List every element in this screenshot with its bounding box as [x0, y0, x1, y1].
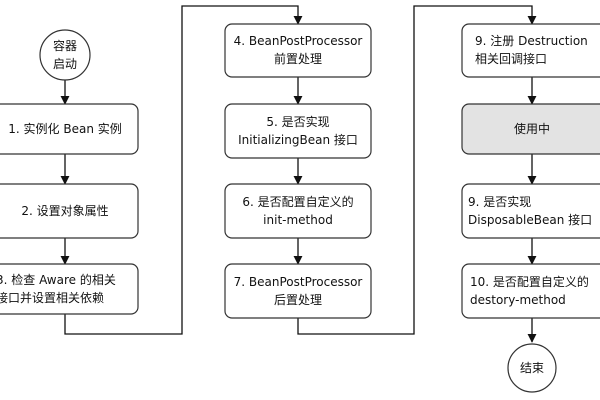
step4-label-line-1: 4. BeanPostProcessor [234, 34, 363, 48]
svg-text:3. 检查 Aware 的相关接口并设置相关依赖: 3. 检查 Aware 的相关接口并设置相关依赖 [0, 272, 116, 305]
start-label-line-1: 容器 [53, 38, 77, 53]
step2-label-line-1: 2. 设置对象属性 [21, 204, 108, 218]
step-7-box: 7. BeanPostProcessor 后置处理 [224, 263, 372, 319]
step-5-box: 5. 是否实现 InitializingBean 接口 [224, 103, 372, 159]
svg-text:容器启动: 容器启动 [53, 38, 77, 71]
start-label-line-2: 启动 [53, 57, 77, 71]
step-6-box: 6. 是否配置自定义的 init-method [224, 183, 372, 239]
step-3-box: 3. 检查 Aware 的相关接口并设置相关依赖 [0, 263, 139, 315]
connectors [60, 5, 537, 343]
end-label-line-1: 结束 [520, 361, 544, 375]
svg-text:使用中: 使用中 [514, 121, 550, 136]
step-10-box: 10. 是否配置自定义的 destory-method [461, 263, 600, 319]
end-node: 结束 [507, 343, 557, 393]
step-9-register-box: 9. 注册 Destruction 相关回调接口 [461, 23, 600, 78]
step6-label-line-1: 6. 是否配置自定义的 [242, 194, 353, 209]
step9b-label-line-1: 9. 是否实现 [468, 194, 531, 209]
step7-label-line-1: 7. BeanPostProcessor [234, 275, 363, 289]
svg-text:结束: 结束 [520, 361, 544, 375]
step10-label-line-1: 10. 是否配置自定义的 [470, 274, 589, 289]
step-1-box: 1. 实例化 Bean 实例 [0, 103, 139, 155]
connector-step7-to-step9a [297, 5, 537, 335]
step9b-label-line-2: DisposableBean 接口 [468, 212, 592, 227]
step4-label-line-2: 前置处理 [274, 51, 322, 66]
connector-step3-to-step4 [64, 5, 303, 335]
start-node: 容器启动 [39, 29, 91, 81]
svg-text:1. 实例化 Bean 实例: 1. 实例化 Bean 实例 [8, 121, 121, 136]
step6-label-line-2: init-method [263, 213, 333, 227]
step-2-box: 2. 设置对象属性 [0, 183, 139, 239]
step9a-label-line-2: 相关回调接口 [475, 51, 547, 66]
step3-label-line-2: 接口并设置相关依赖 [0, 290, 104, 305]
step5-label-line-1: 5. 是否实现 [266, 114, 329, 129]
step7-label-line-2: 后置处理 [274, 293, 322, 307]
step1-label-line-1: 1. 实例化 Bean 实例 [8, 121, 121, 136]
svg-text:2. 设置对象属性: 2. 设置对象属性 [21, 204, 108, 218]
step3-label-line-1: 3. 检查 Aware 的相关 [0, 272, 116, 287]
step-9-disposable-box: 9. 是否实现 DisposableBean 接口 [461, 183, 600, 239]
in-use-box: 使用中 [461, 103, 600, 155]
step10-label-line-2: destory-method [470, 293, 566, 307]
step-4-box: 4. BeanPostProcessor 前置处理 [224, 23, 372, 78]
step9a-label-line-1: 9. 注册 Destruction [475, 33, 588, 48]
inuse-label-line-1: 使用中 [514, 121, 550, 136]
step5-label-line-2: InitializingBean 接口 [238, 132, 358, 147]
